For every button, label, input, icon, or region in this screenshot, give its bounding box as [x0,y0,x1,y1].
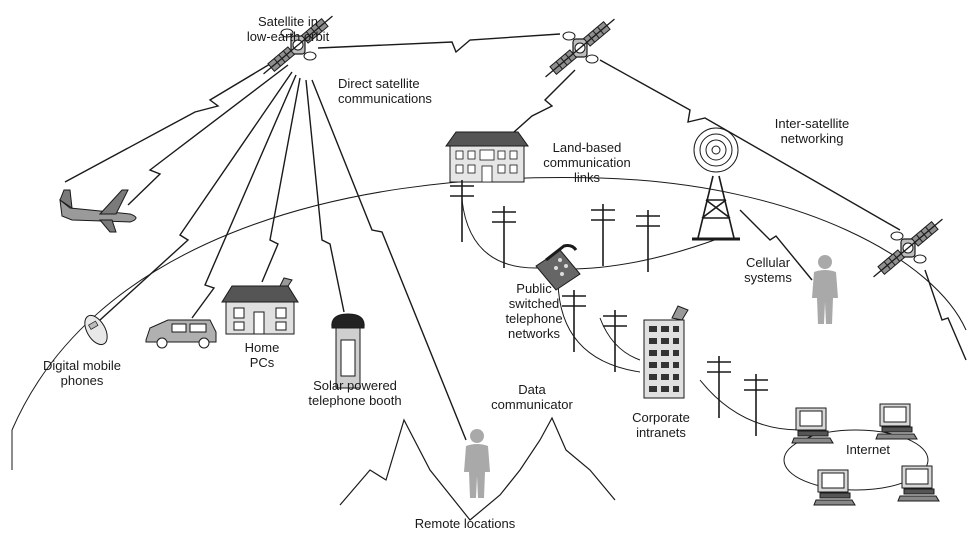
satellite-links [64,33,967,441]
label-satellite-leo: Satellite in low-earth orbit [246,14,330,44]
label-internet: Internet [845,442,891,457]
telephone-icon [535,244,581,291]
cell-tower-icon [692,127,740,241]
computer-icon-3 [813,469,856,506]
mobile-phone-icon [84,314,108,346]
computer-icon-4 [897,465,940,502]
computer-icon-1 [791,407,834,444]
corporate-building-icon [643,305,689,399]
airplane-icon [59,189,137,233]
phone-booth-icon [331,313,365,389]
person-icon-1 [812,255,838,324]
building-icon [445,131,529,183]
label-land-based: Land-based communication links [543,140,631,185]
car-icon [145,319,217,349]
label-home-pcs: Home PCs [244,340,280,370]
label-inter-satellite: Inter-satellite networking [774,116,850,146]
person-icon-2 [464,429,490,498]
label-mobile-phones: Digital mobile phones [42,358,122,388]
label-pstn: Public switched telephone networks [505,281,563,341]
label-direct-satellite: Direct satellite communications [338,76,432,106]
computer-icon-2 [875,403,918,440]
internet-ring [783,429,929,491]
label-corporate-intranets: Corporate intranets [632,410,690,440]
label-data-communicator: Data communicator [491,382,573,412]
label-solar-booth: Solar powered telephone booth [308,378,402,408]
label-cellular: Cellular systems [744,255,792,285]
mountains [339,416,616,521]
satellite-leo-2 [541,14,619,82]
label-remote-locations: Remote locations [414,516,516,531]
house-icon [221,277,299,335]
